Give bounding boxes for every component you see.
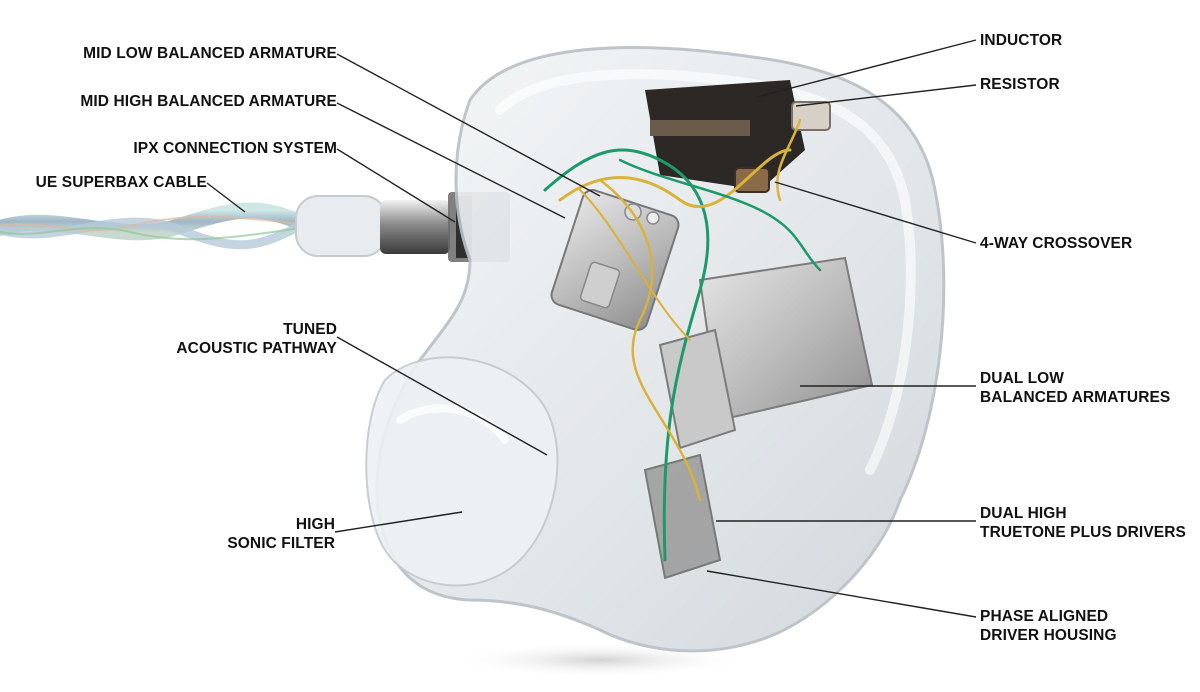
label-phase-aligned-driver-housing: PHASE ALIGNED DRIVER HOUSING [980,608,1117,644]
label-mid-low-balanced-armature: MID LOW BALANCED ARMATURE [83,45,337,62]
dual-low-armatures [658,256,874,450]
label-mid-high-balanced-armature: MID HIGH BALANCED ARMATURE [80,93,337,110]
leader-lines [206,39,977,618]
cable [0,202,308,250]
label-high-sonic-filter: HIGH SONIC FILTER [227,516,335,552]
label-dual-low-balanced-armatures: DUAL LOW BALANCED ARMATURES [980,370,1171,406]
mid-balanced-armatures [550,189,680,331]
label-inductor: INDUCTOR [980,32,1063,49]
label-dual-high-truetone-plus-drivers: DUAL HIGH TRUETONE PLUS DRIVERS [980,505,1186,541]
label-ue-superbax-cable: UE SUPERBAX CABLE [35,174,207,191]
label-tuned-acoustic-pathway: TUNED ACOUSTIC PATHWAY [176,321,337,357]
label-4-way-crossover: 4-WAY CROSSOVER [980,235,1133,252]
internal-wires [543,118,822,562]
label-resistor: RESISTOR [980,76,1060,93]
label-ipx-connection-system: IPX CONNECTION SYSTEM [133,140,337,157]
